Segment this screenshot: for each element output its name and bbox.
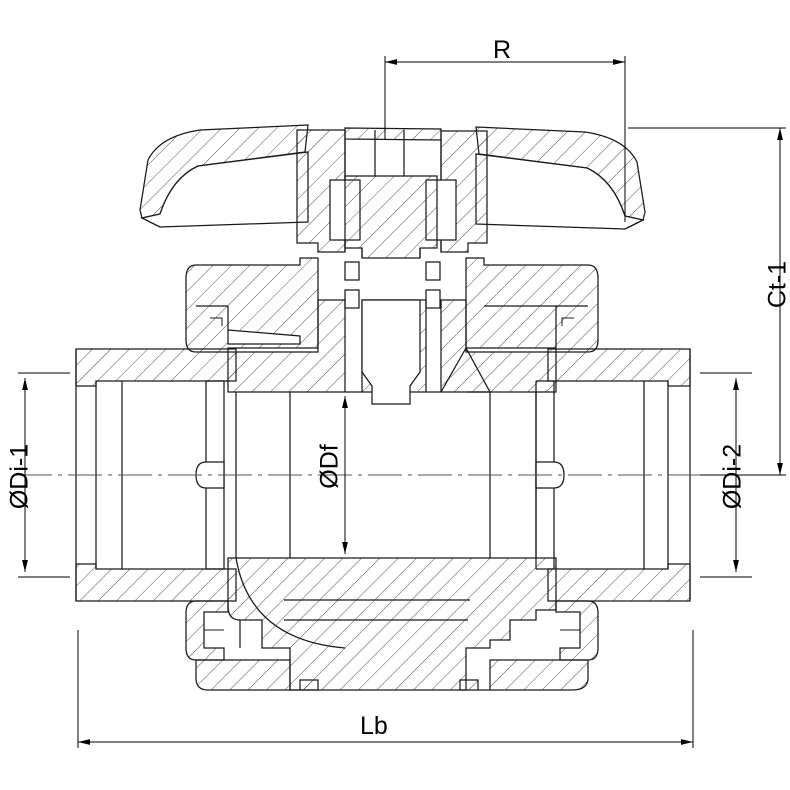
union-skirt-right: [459, 659, 589, 691]
bonnet-collar-left: [185, 257, 319, 353]
dim-R: [384, 56, 626, 222]
stem-retainer-tabs: [344, 261, 441, 309]
handle-left-wing: [139, 124, 309, 228]
union-nut-left: [185, 600, 229, 661]
bonnet-collar-right: [465, 257, 599, 353]
handle-hub: [296, 127, 488, 253]
dim-label-ODi1: ØDi-1: [5, 443, 34, 510]
dim-label-ODi2: ØDi-2: [718, 443, 747, 510]
valve-stem-lower: [361, 299, 421, 405]
dim-ODi1: [18, 372, 70, 578]
dim-Lb: [77, 630, 694, 748]
dim-label-Ct1: Ct-1: [763, 260, 790, 309]
valve-stem-upper: [344, 175, 438, 259]
handle-right-wing: [475, 126, 646, 230]
dim-label-R: R: [493, 36, 512, 64]
dim-Ct1: [628, 127, 786, 476]
union-nut-right: [555, 600, 599, 661]
dimension-layer: [18, 56, 786, 748]
dim-label-ODf: ØDf: [315, 444, 344, 489]
ball-seat-taper: [440, 347, 492, 393]
dim-label-Lb: Lb: [360, 712, 388, 740]
union-skirt-left: [195, 659, 319, 691]
dim-ODi2: [700, 372, 752, 578]
valve-body-lower: [227, 557, 557, 691]
